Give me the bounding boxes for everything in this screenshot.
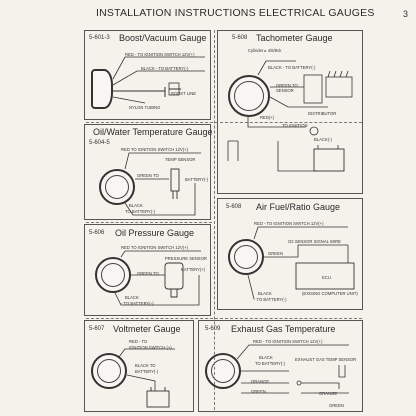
egt-wiring	[236, 344, 349, 394]
panel-code: 5-601-3	[89, 35, 110, 41]
wire-label-red: RED - TO IGNITION SWITCH 12V(+)	[125, 52, 195, 57]
panel-boost-vacuum: 5-601-3 Boost/Vacuum Gauge RED - TO IGNI…	[84, 30, 211, 120]
sensor-green-label: GREEN	[329, 403, 344, 408]
distributor-label: DISTRIBUTOR	[308, 111, 337, 116]
o2-sensor-label: O2 SENSOR SIGNAL WIRE	[288, 239, 341, 244]
wire-label-black: BLACK TO	[135, 363, 156, 368]
page-number: 3	[403, 9, 409, 19]
wire-label-battery: - TO BATTERY(-)	[254, 297, 287, 302]
panel-code: 5-606	[89, 230, 105, 236]
voltmeter-wiring	[118, 348, 175, 408]
wire-label-black: BLACK	[125, 295, 139, 300]
boost-gauge-icon	[91, 69, 113, 109]
sheet-title: INSTALLATION INSTRUCTIONS ELECTRICAL GAU…	[96, 7, 375, 19]
wire-label-black: BLACK	[129, 203, 143, 208]
wire-label-green: GREEN TO	[137, 173, 159, 178]
panel-voltmeter: 5-607 Voltmeter Gauge RED - TO IGNITION …	[84, 320, 194, 412]
oil-pressure-wiring	[114, 250, 201, 306]
panel-title: Boost/Vacuum Gauge	[119, 33, 207, 43]
wire-label-red: RED TO IGNITION SWITCH 12V(+)	[121, 147, 188, 152]
panel-oil-water-temp: Oil/Water Temperature Gauge 5-604-5 RED …	[84, 124, 213, 220]
tachometer-wiring	[227, 60, 353, 172]
panel-exhaust-gas-temp: 5-609 Exhaust Gas Temperature RED - TO I…	[198, 320, 363, 412]
oil-water-wiring	[124, 152, 201, 216]
dashed-separator	[86, 222, 212, 223]
coil-red-label: RED(+)	[260, 115, 275, 120]
wire-label-red: RED - TO IGNITION SWITCH 12V(+)	[254, 221, 324, 226]
panel-title: Tachometer Gauge	[256, 33, 333, 43]
wire-label-black: BLACK - TO BATTERY(-)	[268, 65, 316, 70]
ecu-sub-label: (EXISING COMPUTER UNIT)	[302, 291, 358, 296]
boost-wiring	[112, 56, 205, 104]
dashed-separator	[86, 122, 362, 123]
egt-sensor-label: EXHAUST GAS TEMP SENSOR	[295, 357, 357, 362]
air-fuel-wiring	[247, 226, 355, 300]
wire-label-green: GREEN TO	[137, 271, 159, 276]
oil-pressure-gauge-icon	[95, 257, 131, 293]
ecu-label: ECU	[322, 275, 331, 280]
wire-label-battery: TO BATTERY(-)	[255, 361, 286, 366]
panel-title: Voltmeter Gauge	[113, 324, 181, 334]
dashed-separator	[214, 30, 215, 410]
wire-label-battery: BATTERY(-)	[135, 369, 159, 374]
pressure-sensor-label: PRESSURE SENSOR	[165, 256, 207, 261]
battery-label: BATTERY(-)	[185, 177, 209, 182]
tachometer-gauge-icon	[228, 75, 270, 117]
wire-label-battery: TO BATTERY(-)	[125, 209, 156, 214]
air-fuel-gauge-icon	[228, 239, 264, 275]
wire-label-black: BLACK	[258, 291, 272, 296]
oil-water-gauge-icon	[99, 169, 135, 205]
wire-label-orange: ORANGE	[251, 379, 270, 384]
panel-tachometer: 5-608 Tachometer Gauge Cylinder ▸ 4/6/8c…	[217, 30, 363, 194]
wire-label-red: RED - TO	[129, 339, 148, 344]
sensor-orange-label: ORANGE	[319, 391, 338, 396]
panel-title: Air Fuel/Ratio Gauge	[256, 202, 341, 212]
panel-code: 5-608	[226, 204, 242, 210]
dashed-separator	[86, 318, 362, 319]
nylon-tubing-label: NYLON TUBING	[129, 105, 161, 110]
wire-label-red: RED - TO IGNITION SWITCH 12V(+)	[253, 339, 323, 344]
wire-label-battery: - TO BATTERY(-)	[121, 301, 154, 306]
wire-label-black: BLACK - TO BATTERY(-)	[141, 66, 189, 71]
wire-label-green: GREEN TO SENSOR	[276, 83, 298, 93]
voltmeter-gauge-icon	[91, 353, 127, 389]
panel-title: Oil/Water Temperature Gauge	[93, 127, 213, 137]
cylinder-label: Cylinder ▸ 4/6/8ck	[248, 48, 282, 53]
coil-black-label: BLACK(-)	[314, 137, 332, 142]
wire-label-black: BLACK	[259, 355, 273, 360]
panel-oil-pressure: 5-606 Oil Pressure Gauge RED TO IGNITION…	[84, 224, 211, 316]
temp-sensor-label: TEMP SENSOR	[165, 157, 196, 162]
battery-label: BATTERY(+)	[181, 267, 206, 272]
panel-title: Oil Pressure Gauge	[115, 228, 195, 238]
ignition-label: TO IGNITION	[282, 123, 308, 128]
panel-title: Exhaust Gas Temperature	[231, 324, 336, 334]
wire-label-green: GREEN	[251, 389, 266, 394]
panel-code: 5-604-5	[89, 140, 110, 146]
wire-label-red: RED TO IGNITION SWITCH 12V(+)	[121, 245, 188, 250]
panel-code: 5-608	[232, 35, 248, 41]
ignition-label: IGNITION SWITCH (+)	[129, 345, 172, 350]
panel-code: 5-607	[89, 326, 105, 332]
egt-gauge-icon	[205, 353, 241, 389]
panel-code: 5-609	[205, 326, 221, 332]
wire-label-green: GREEN	[268, 251, 283, 256]
boost-line-label: BOOST LINE	[171, 91, 197, 96]
panel-air-fuel-ratio: 5-608 Air Fuel/Ratio Gauge RED - TO IGNI…	[217, 198, 363, 310]
